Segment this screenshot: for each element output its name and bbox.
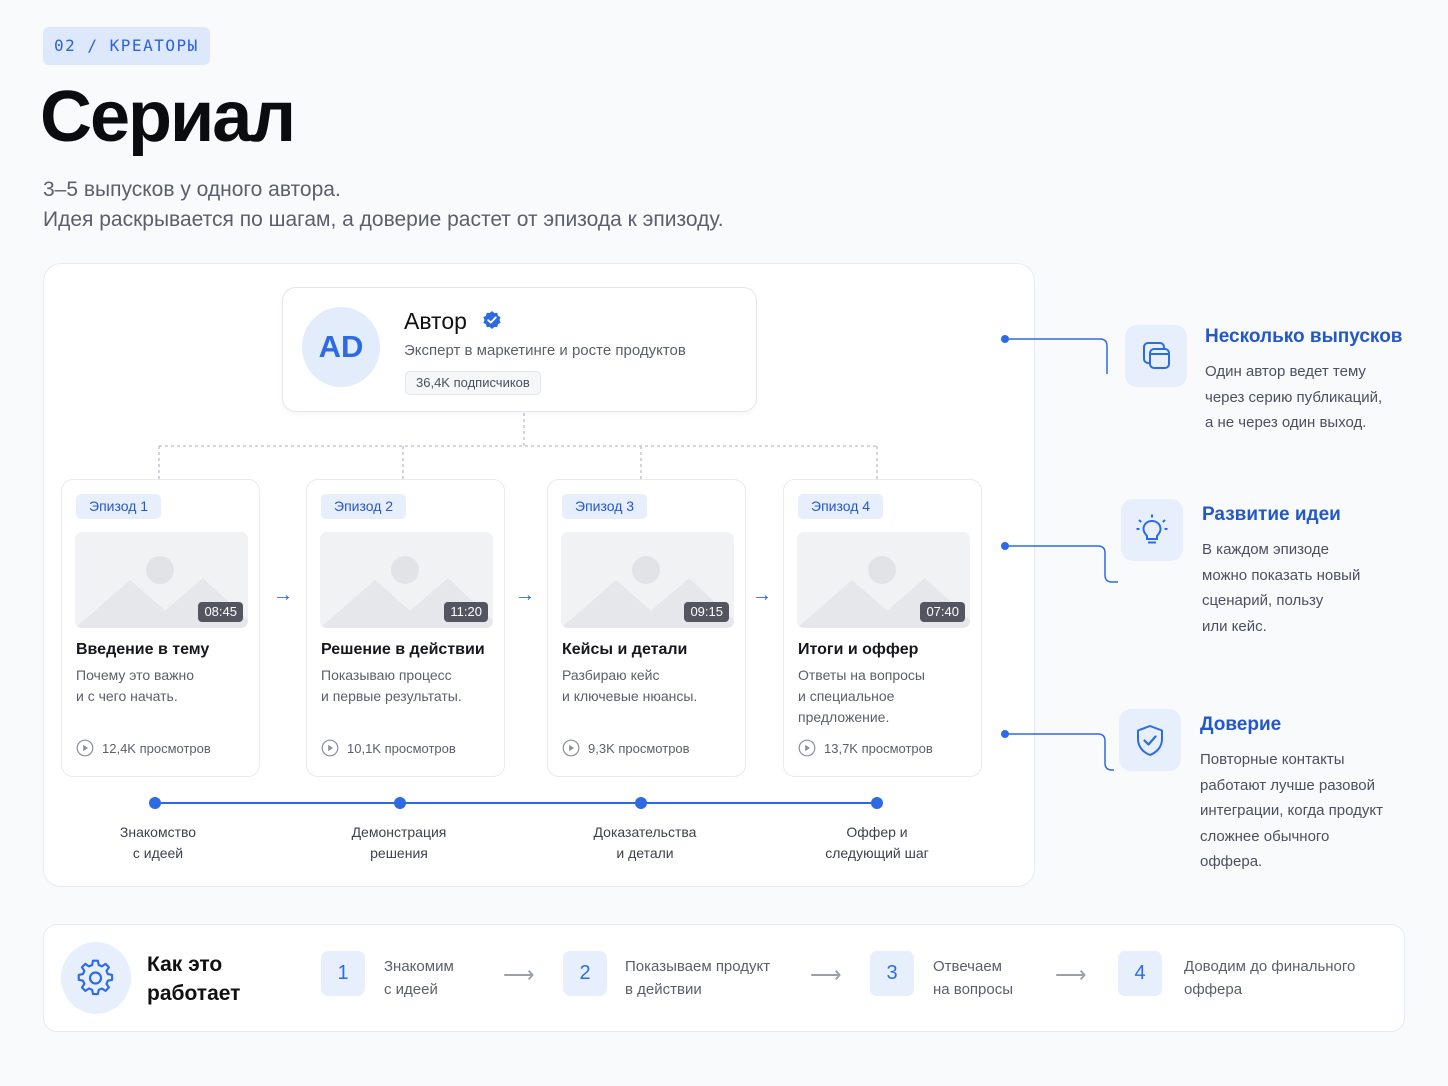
thumbnail-image-icon: 11:20 — [320, 532, 493, 628]
arrow-right-icon: → — [273, 584, 293, 606]
episode-badge: Эпизод 1 — [76, 494, 162, 519]
episode-card-2[interactable]: Эпизод 2 11:20 Решение в действии Показы… — [306, 479, 505, 777]
thumbnail-image-icon: 08:45 — [75, 532, 248, 628]
arrow-right-icon: → — [752, 584, 772, 606]
step-number-2: 2 — [563, 951, 607, 996]
arrow-right-icon: ⟶ — [503, 962, 535, 987]
play-icon — [562, 739, 580, 757]
step-number-1: 1 — [321, 951, 365, 996]
author-avatar: AD — [302, 307, 380, 387]
play-icon — [76, 739, 94, 757]
subtitle-line-1: 3–5 выпусков у одного автора. — [43, 178, 341, 201]
gear-icon — [61, 942, 131, 1014]
step-number-3: 3 — [870, 951, 914, 996]
episode-badge: Эпизод 2 — [321, 494, 407, 519]
episode-card-1[interactable]: Эпизод 1 08:45 Введение в тему Почему эт… — [61, 479, 260, 777]
episode-views: 13,7K просмотров — [798, 738, 933, 760]
how-it-works-panel — [43, 924, 1405, 1032]
duration-badge: 11:20 — [444, 602, 488, 622]
lightbulb-icon — [1121, 499, 1183, 561]
verified-check-icon — [483, 311, 501, 329]
thumbnail-image-icon: 09:15 — [561, 532, 734, 628]
episode-badge: Эпизод 3 — [562, 494, 648, 519]
duration-badge: 07:40 — [920, 602, 965, 622]
arrow-right-icon: ⟶ — [810, 962, 842, 987]
episode-badge: Эпизод 4 — [798, 494, 884, 519]
episode-card-4[interactable]: Эпизод 4 07:40 Итоги и оффер Ответы на в… — [783, 479, 982, 777]
thumbnail-image-icon: 07:40 — [797, 532, 970, 628]
section-tag: 02 / КРЕАТОРЫ — [43, 27, 210, 65]
episode-title: Кейсы и детали — [562, 641, 688, 658]
subscribers-badge: 36,4K подписчиков — [405, 371, 541, 395]
play-icon — [798, 739, 816, 757]
shield-check-icon — [1119, 709, 1181, 771]
episode-card-3[interactable]: Эпизод 3 09:15 Кейсы и детали Разбираю к… — [547, 479, 746, 777]
episode-title: Решение в действии — [321, 641, 485, 658]
subtitle-line-2: Идея раскрывается по шагам, а доверие ра… — [43, 208, 724, 231]
episode-views: 10,1K просмотров — [321, 738, 456, 760]
episode-views: 9,3K просмотров — [562, 738, 690, 760]
play-icon — [321, 739, 339, 757]
author-description: Эксперт в маркетинге и росте продуктов — [404, 342, 686, 359]
episode-title: Введение в тему — [76, 641, 210, 658]
layers-icon — [1125, 325, 1187, 387]
episode-views: 12,4K просмотров — [76, 738, 211, 760]
feature-title-3: Доверие — [1200, 714, 1282, 735]
page-title: Сериал — [40, 77, 296, 157]
duration-badge: 08:45 — [198, 602, 243, 622]
author-name: Автор — [404, 308, 467, 334]
step-number-4: 4 — [1118, 951, 1162, 996]
duration-badge: 09:15 — [684, 602, 729, 622]
arrow-right-icon: → — [515, 584, 535, 606]
episode-title: Итоги и оффер — [798, 641, 919, 658]
arrow-right-icon: ⟶ — [1055, 962, 1087, 987]
feature-title-2: Развитие идеи — [1202, 504, 1341, 525]
feature-title-1: Несколько выпусков — [1205, 326, 1403, 347]
